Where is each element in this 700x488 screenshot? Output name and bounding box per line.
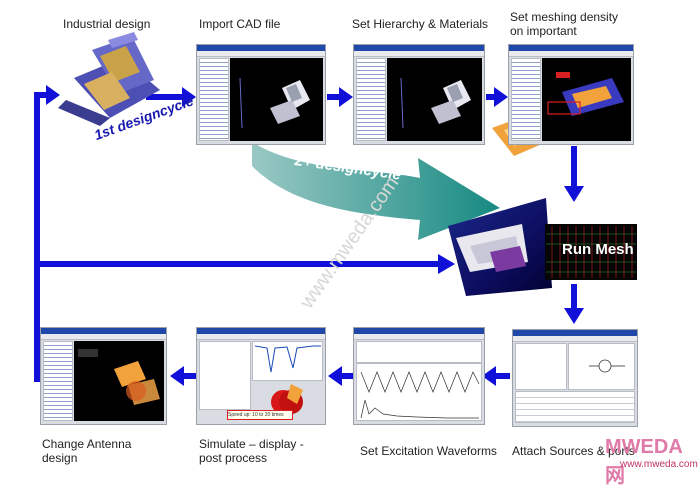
label-industrial-design: Industrial design bbox=[63, 17, 151, 31]
speed-up-note: Speed up: 10 to 20 times bbox=[227, 410, 293, 420]
label-set-excitation: Set Excitation Waveforms bbox=[360, 444, 497, 458]
set-excitation-screenshot bbox=[353, 327, 485, 425]
second-cycle-arrow bbox=[252, 142, 500, 240]
run-mesh-caption: Run Mesh bbox=[562, 241, 634, 258]
label-import-cad: Import CAD file bbox=[199, 17, 281, 31]
down-arrow-1 bbox=[564, 146, 584, 202]
down-arrow-2 bbox=[564, 284, 584, 324]
set-meshing-screenshot bbox=[508, 44, 634, 145]
label-attach-sources: Attach Sources & ports bbox=[512, 444, 635, 458]
change-antenna-screenshot bbox=[40, 327, 167, 425]
label-set-meshing: Set meshing density on important bbox=[510, 10, 619, 38]
bottom-row-arrows bbox=[170, 366, 510, 386]
industrial-phone-render bbox=[58, 32, 160, 126]
apple-icon bbox=[271, 384, 303, 414]
simulate-screenshot: Speed up: 10 to 20 times bbox=[196, 327, 326, 425]
brand-url: www.mweda.com bbox=[620, 459, 698, 470]
label-set-hierarchy: Set Hierarchy & Materials bbox=[352, 17, 489, 31]
import-cad-screenshot bbox=[196, 44, 326, 145]
set-hierarchy-screenshot bbox=[353, 44, 485, 145]
to-run-mesh-arrow bbox=[40, 254, 455, 274]
run-mesh-image bbox=[448, 198, 637, 296]
label-simulate: Simulate – display - post process bbox=[199, 437, 304, 465]
top-row-arrows bbox=[146, 87, 508, 107]
attach-sources-screenshot bbox=[512, 329, 638, 427]
label-change-antenna: Change Antenna design bbox=[42, 437, 132, 465]
